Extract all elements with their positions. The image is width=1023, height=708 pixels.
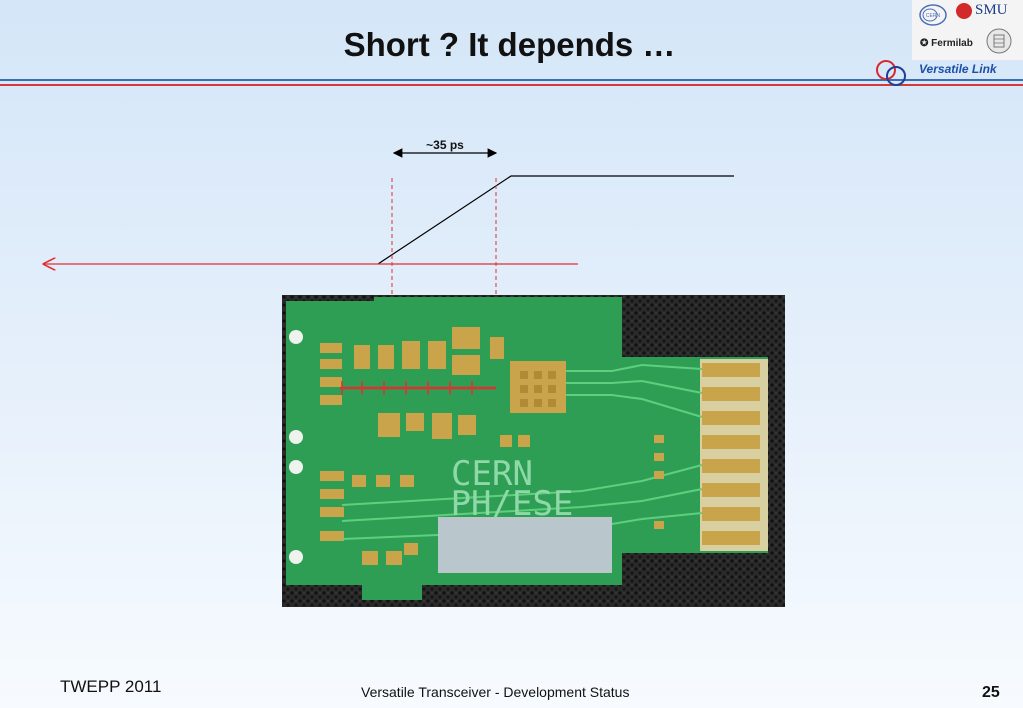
page-number: 25 [982, 684, 1000, 701]
pcb-silkscreen-line1: CERN [451, 454, 533, 494]
versatile-link-logo: Versatile Link [919, 62, 997, 76]
smu-badge-icon [956, 3, 972, 19]
oxford-crest-icon [986, 28, 1012, 54]
cern-logo-icon: CERN [919, 4, 947, 26]
footer-conference: TWEPP 2011 [60, 677, 162, 696]
timing-label: ~35 ps [426, 138, 464, 152]
fermilab-logo-text: Fermilab [931, 38, 973, 49]
title-underline-red [0, 84, 1023, 86]
slide-title: Short ? It depends … [343, 26, 676, 63]
versatile-link-rings-icon [876, 60, 906, 86]
footer-presentation-title: Versatile Transceiver - Development Stat… [361, 684, 630, 700]
pcb-silkscreen-line2: PH/ESE [451, 484, 574, 524]
pcb-photo: CERN PH/ESE [282, 295, 785, 607]
fermilab-logo: ✪ Fermilab [920, 38, 973, 49]
smu-logo: SMU [975, 2, 1008, 18]
cern-logo-text: CERN [926, 13, 941, 19]
signal-edge-waveform [377, 175, 734, 265]
title-underline-blue [0, 79, 1023, 81]
